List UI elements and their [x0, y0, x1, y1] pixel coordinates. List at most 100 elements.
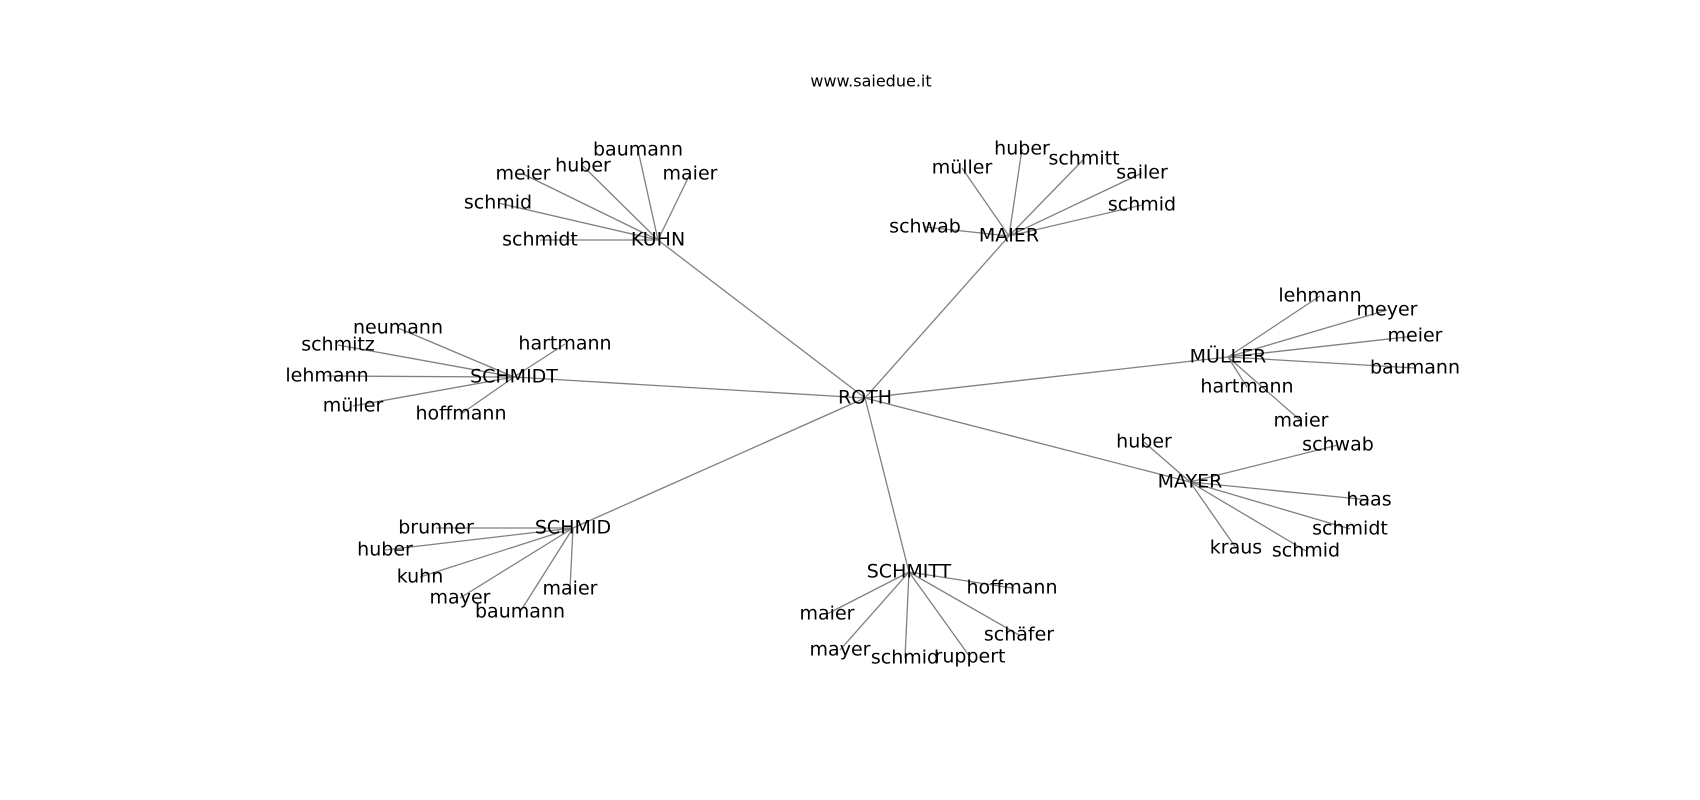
edge-4-3 — [1189, 481, 1351, 530]
leaf-node-label: hoffmann — [967, 577, 1058, 599]
leaf-node-label: schmitz — [301, 334, 375, 356]
edge-4-0 — [1143, 441, 1191, 483]
edge-3-3 — [1227, 356, 1416, 369]
leaf-node-label: maier — [1274, 410, 1329, 432]
leaf-node-label: huber — [357, 539, 413, 561]
leaf-node-label: schmid — [1272, 540, 1340, 562]
hub-node-label: MÜLLER — [1190, 345, 1267, 368]
hub-node-label: SCHMID — [535, 517, 611, 539]
edges-layer — [326, 148, 1416, 659]
edge-center-1 — [864, 235, 1010, 399]
leaf-node-label: schmidt — [502, 229, 578, 251]
center-node-label: ROTH — [838, 387, 892, 409]
hub-node-label: KUHN — [631, 229, 685, 251]
edge-5-4 — [459, 527, 574, 599]
leaf-node-label: müller — [323, 395, 384, 417]
hub-node-label: MAYER — [1158, 471, 1223, 493]
labels-layer: www.saiedue.it ROTHKUHNbaumannhubermeier… — [285, 72, 1460, 669]
leaf-node-label: schmidt — [1312, 518, 1388, 540]
edge-0-2 — [522, 173, 659, 241]
edge-center-6 — [864, 397, 910, 573]
leaf-node-label: hoffmann — [416, 403, 507, 425]
edge-0-4 — [497, 202, 659, 241]
edge-center-5 — [572, 397, 866, 529]
leaf-node-label: schmid — [1108, 194, 1176, 216]
leaf-node-label: schmitt — [1048, 148, 1119, 170]
edge-5-3 — [569, 527, 574, 590]
leaf-node-label: kraus — [1210, 537, 1262, 559]
leaf-node-label: baumann — [593, 139, 683, 161]
leaf-node-label: neumann — [353, 317, 443, 339]
leaf-node-label: haas — [1346, 489, 1391, 511]
edge-6-0 — [908, 571, 1013, 589]
edge-1-3 — [1008, 172, 1143, 237]
edge-4-1 — [1189, 444, 1339, 483]
edge-2-5 — [460, 376, 515, 415]
hub-node-label: SCHMIDT — [470, 366, 558, 388]
edge-6-5 — [908, 571, 971, 658]
leaf-node-label: huber — [555, 155, 611, 177]
edge-3-4 — [1227, 356, 1248, 388]
leaf-node-label: maier — [663, 163, 718, 185]
edge-6-3 — [839, 571, 910, 651]
leaf-node-label: mayer — [810, 639, 871, 661]
edge-4-5 — [1189, 481, 1237, 549]
leaf-node-label: schwab — [1302, 434, 1374, 456]
leaf-node-label: baumann — [1370, 357, 1460, 379]
leaf-node-label: ruppert — [935, 646, 1006, 668]
leaf-node-label: hartmann — [518, 333, 611, 355]
leaf-node-label: brunner — [398, 517, 474, 539]
edge-1-4 — [1008, 204, 1143, 237]
edge-3-5 — [1227, 356, 1302, 422]
edge-1-0 — [1008, 148, 1023, 237]
edge-center-3 — [864, 356, 1229, 399]
edge-1-2 — [1008, 158, 1085, 237]
leaf-node-label: lehmann — [1278, 285, 1361, 307]
leaf-node-label: müller — [932, 157, 993, 179]
leaf-node-label: meier — [496, 163, 551, 185]
leaf-node-label: hartmann — [1200, 376, 1293, 398]
edge-6-4 — [904, 571, 910, 659]
leaf-node-label: maier — [800, 603, 855, 625]
diagram-title: www.saiedue.it — [810, 72, 931, 91]
edge-3-2 — [1227, 335, 1416, 358]
leaf-node-label: meyer — [1357, 299, 1418, 321]
edge-2-1 — [337, 344, 515, 378]
leaf-node-label: mayer — [430, 587, 491, 609]
edge-1-5 — [924, 226, 1010, 237]
edge-5-5 — [519, 527, 574, 613]
hub-node-label: MAIER — [979, 225, 1039, 247]
leaf-node-label: schmid — [871, 647, 939, 669]
edge-center-0 — [657, 239, 866, 399]
edge-1-1 — [961, 167, 1010, 237]
leaf-node-label: baumann — [475, 601, 565, 623]
edge-3-0 — [1227, 295, 1321, 358]
edge-2-2 — [513, 343, 566, 378]
edge-5-2 — [419, 527, 574, 578]
edge-0-3 — [657, 173, 691, 241]
edge-4-4 — [1189, 481, 1307, 552]
leaf-node-label: schäfer — [984, 624, 1054, 646]
leaf-node-label: schmid — [464, 192, 532, 214]
leaf-node-label: huber — [994, 138, 1050, 160]
leaf-node-label: kuhn — [397, 566, 444, 588]
leaf-node-label: meier — [1388, 325, 1443, 347]
edge-2-3 — [326, 375, 515, 378]
hub-node-label: SCHMITT — [867, 561, 952, 583]
leaf-node-label: maier — [543, 578, 598, 600]
edge-2-4 — [352, 376, 515, 407]
leaf-node-label: schwab — [889, 216, 961, 238]
edge-center-2 — [513, 376, 866, 399]
edge-2-0 — [397, 327, 515, 378]
edge-6-1 — [826, 571, 910, 615]
edge-3-1 — [1227, 309, 1388, 358]
edge-center-4 — [864, 397, 1191, 483]
edge-4-2 — [1189, 481, 1370, 501]
leaf-node-label: sailer — [1116, 162, 1168, 184]
edge-0-0 — [637, 149, 659, 241]
edge-6-2 — [908, 571, 1020, 636]
edge-0-1 — [582, 165, 659, 241]
edge-5-1 — [384, 527, 574, 551]
leaf-node-label: lehmann — [285, 365, 368, 387]
